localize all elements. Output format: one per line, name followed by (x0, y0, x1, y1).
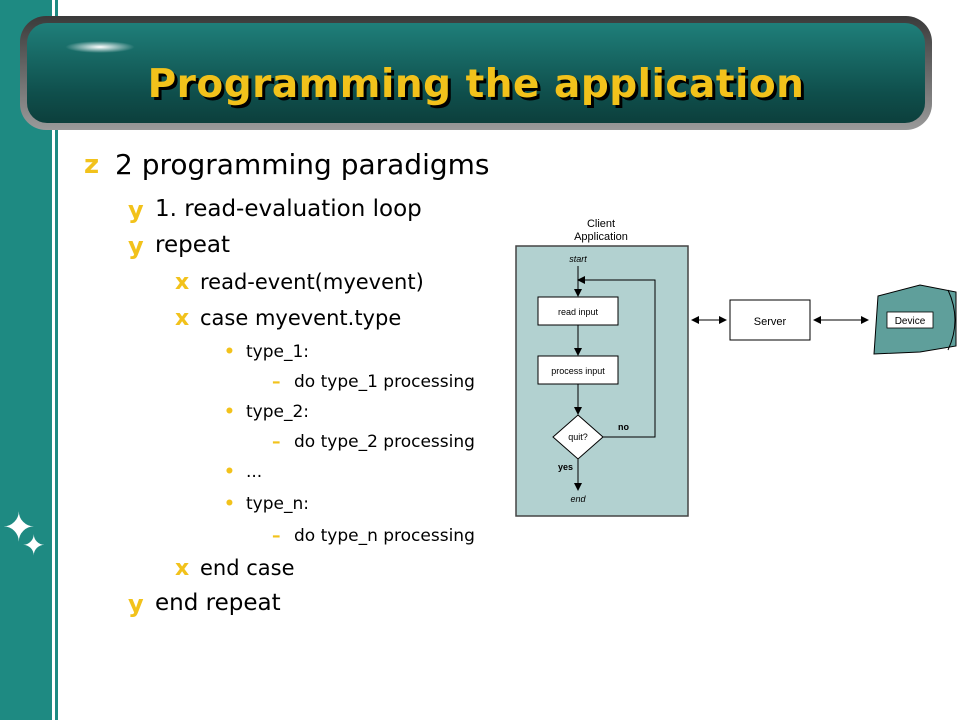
bullet-marker-level-4: • (224, 342, 235, 362)
bullet-marker-level-4: • (224, 402, 235, 422)
end-label: end (570, 494, 586, 504)
bullet-text-level-3: end case (200, 556, 295, 580)
device-label: Device (895, 316, 926, 327)
read-input-box (537, 296, 619, 326)
no-loop-arrow (577, 276, 656, 438)
process-input-label: process input (551, 366, 605, 376)
bullet-marker-level-5: – (272, 526, 281, 546)
bullet-text-level-1: 2 programming paradigms (115, 148, 490, 181)
bullet-text-level-2: repeat (155, 232, 230, 258)
bullet-text-level-3: read-event(myevent) (200, 270, 424, 294)
server-label: Server (754, 316, 787, 328)
title-highlight (65, 41, 135, 53)
bullet-text-level-5: do type_1 processing (294, 372, 475, 392)
bullet-text-level-5: do type_n processing (294, 526, 475, 546)
title-banner-inner (27, 23, 925, 123)
read-input-label: read input (558, 307, 599, 317)
bullet-marker-level-2: y (128, 590, 144, 618)
sparkle-icon: ✦ (2, 505, 36, 551)
left-decorative-line (55, 0, 58, 720)
process-input-box (537, 355, 619, 385)
quit-label: quit? (568, 432, 588, 442)
bullet-text-level-4: type_n: (246, 494, 309, 514)
bullet-marker-level-4: • (224, 462, 235, 482)
bullet-text-level-4: type_1: (246, 342, 310, 362)
bullet-text-level-5: do type_2 processing (294, 432, 475, 452)
yes-label: yes (558, 462, 573, 472)
bullet-marker-level-1: z (84, 150, 100, 180)
bullet-marker-level-2: y (128, 196, 144, 224)
bullet-marker-level-5: – (272, 372, 281, 392)
start-label: start (569, 254, 587, 264)
bullet-marker-level-5: – (272, 432, 281, 452)
bullet-marker-level-3: x (175, 270, 190, 295)
bullet-text-level-3: case myevent.type (200, 306, 402, 330)
bullet-marker-level-4: • (224, 494, 235, 514)
bullet-text-level-2: 1. read-evaluation loop (155, 196, 422, 222)
bullet-text-level-2: end repeat (155, 590, 281, 616)
bullet-text-level-4: ... (246, 462, 263, 482)
bullet-marker-level-2: y (128, 232, 144, 260)
device-edge (947, 289, 956, 351)
server-box (729, 299, 811, 341)
bullet-text-level-4: type_2: (246, 402, 310, 422)
slide-title: Programming the application (147, 62, 805, 107)
device-label-box (886, 311, 934, 329)
client-title-line2: Application (574, 231, 628, 243)
bullet-marker-level-3: x (175, 556, 190, 581)
no-label: no (618, 422, 629, 432)
title-banner: Programming the application (20, 16, 932, 130)
sparkle-icon: ✦ (22, 529, 46, 562)
bullet-marker-level-3: x (175, 306, 190, 331)
client-title-line1: Client (587, 218, 615, 230)
